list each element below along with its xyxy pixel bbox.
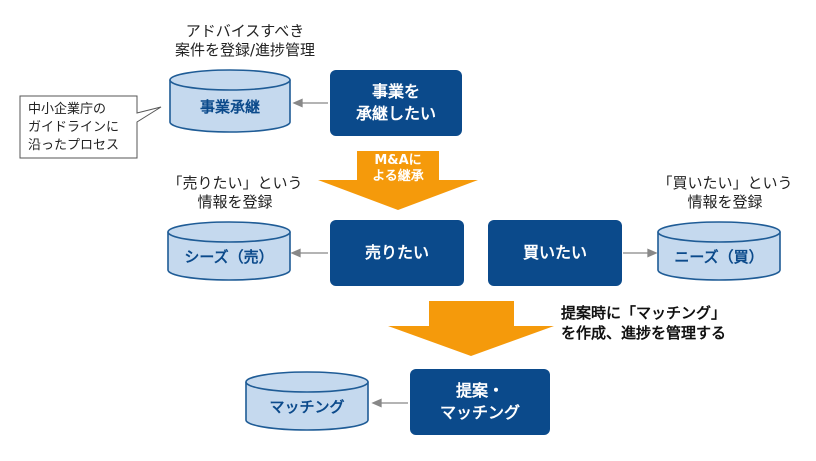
sell-box: 売りたい [330,220,464,286]
succession-box: 事業を 承継したい [330,70,462,136]
proposal-note: 提案時に「マッチング」 を作成、進捗を管理する [561,304,727,342]
db-seeds-label: シーズ（売） [184,248,274,266]
db-matching-shape [245,371,369,431]
db-seeds-shape [167,221,291,281]
buy-info-line2: 情報を登録 [687,193,763,211]
db-needs-shape [657,221,781,281]
ma-flow-arrow [318,151,478,210]
proposal-flow-arrow [388,301,554,356]
db-succession-label: 事業承継 [199,98,260,116]
proposal-box: 提案・ マッチング [410,369,550,435]
sell-info-line1: 「売りたい」という [167,174,303,192]
buy-info-line1: 「買いたい」という [657,174,793,192]
buy-box: 買いたい [488,220,622,286]
sell-info-line2: 情報を登録 [197,193,273,211]
db-matching-label: マッチング [269,398,345,416]
callout-note-shape [19,95,162,159]
db-succession-shape [169,69,291,133]
advise-label-line1: アドバイスすべき [185,22,305,40]
ma-arrow-label: M&Aに よる継承 [372,153,424,184]
db-needs-label: ニーズ（買） [674,248,764,266]
advise-label-line2: 案件を登録/進捗管理 [174,41,316,59]
guideline-note: 中小企業庁の ガイドラインに 沿ったプロセス [28,102,120,153]
